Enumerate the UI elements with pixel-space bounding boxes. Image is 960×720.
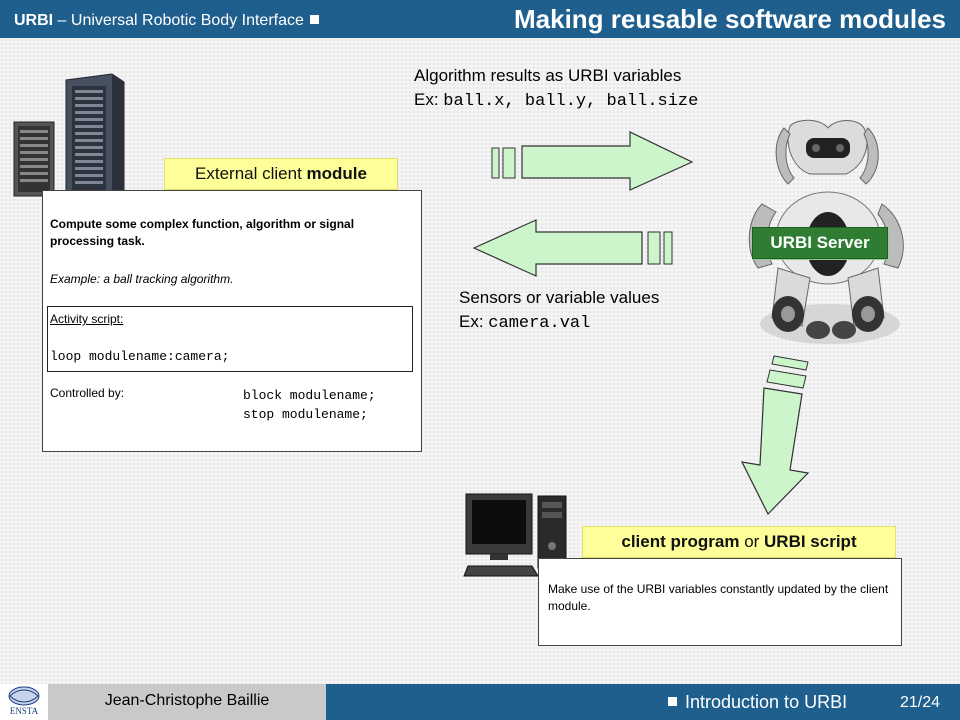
activity-script-label: Activity script: — [50, 312, 124, 326]
header-brand: URBI — [14, 12, 54, 29]
sensors-example-code: camera.val — [488, 314, 591, 333]
controlled-by-code-block: block modulename; — [243, 388, 376, 403]
client-program-panel — [538, 558, 902, 646]
client-program-label-a: client program — [621, 532, 740, 551]
footer-topic-text: Introduction to URBI — [685, 692, 848, 712]
client-program-label: client program or URBI script — [582, 526, 896, 558]
algorithm-example: Ex: ball.x, ball.y, ball.size — [414, 90, 698, 111]
desktop-computer-icon — [463, 493, 567, 577]
controlled-by-code-stop: stop modulename; — [243, 407, 368, 422]
arrow-down-icon — [740, 355, 810, 516]
client-program-label-b: URBI script — [764, 532, 857, 551]
bullet-square-icon — [668, 697, 677, 706]
header-bar — [0, 0, 960, 38]
sensors-example: Ex: camera.val — [459, 312, 590, 333]
arrow-left-icon — [472, 219, 673, 277]
header-subtitle: URBI – Universal Robotic Body Interface — [14, 12, 319, 30]
external-module-label: External client module — [164, 158, 398, 190]
sensors-text: Sensors or variable values — [459, 288, 660, 307]
ensta-logo-emblem-icon — [8, 686, 40, 706]
algorithm-example-prefix: Ex: — [414, 90, 444, 109]
footer-topic: Introduction to URBI — [668, 692, 847, 713]
external-module-description: Compute some complex function, algorithm… — [50, 217, 355, 248]
arrow-right-icon — [491, 131, 694, 191]
external-module-example: Example: a ball tracking algorithm. — [50, 272, 234, 286]
algorithm-example-code: ball.x, ball.y, ball.size — [443, 92, 699, 111]
server-rack-icon — [13, 73, 125, 203]
ensta-logo — [0, 684, 48, 720]
footer-author-band — [48, 684, 326, 720]
footer-author: Jean-Christophe Baillie — [104, 692, 270, 709]
header-brand-rest: – Universal Robotic Body Interface — [53, 12, 304, 29]
algorithm-results-text: Algorithm results as URBI variables — [414, 66, 682, 85]
page-number: 21/24 — [900, 694, 941, 711]
client-program-label-or: or — [739, 532, 765, 551]
client-program-description: Make use of the URBI variables constantl… — [548, 582, 889, 613]
external-module-label-bold: module — [306, 164, 367, 183]
activity-script-code: loop modulename:camera; — [50, 349, 230, 364]
urbi-server-label: URBI Server — [752, 227, 888, 259]
external-module-label-text: External client — [195, 164, 307, 183]
bullet-square-icon — [309, 15, 319, 24]
controlled-by-label: Controlled by: — [50, 386, 125, 400]
activity-script-box — [47, 306, 413, 372]
slide-title: Making reusable software modules — [513, 4, 946, 34]
sensors-example-prefix: Ex: — [459, 312, 489, 331]
logo-text: ENSTA — [9, 706, 39, 716]
